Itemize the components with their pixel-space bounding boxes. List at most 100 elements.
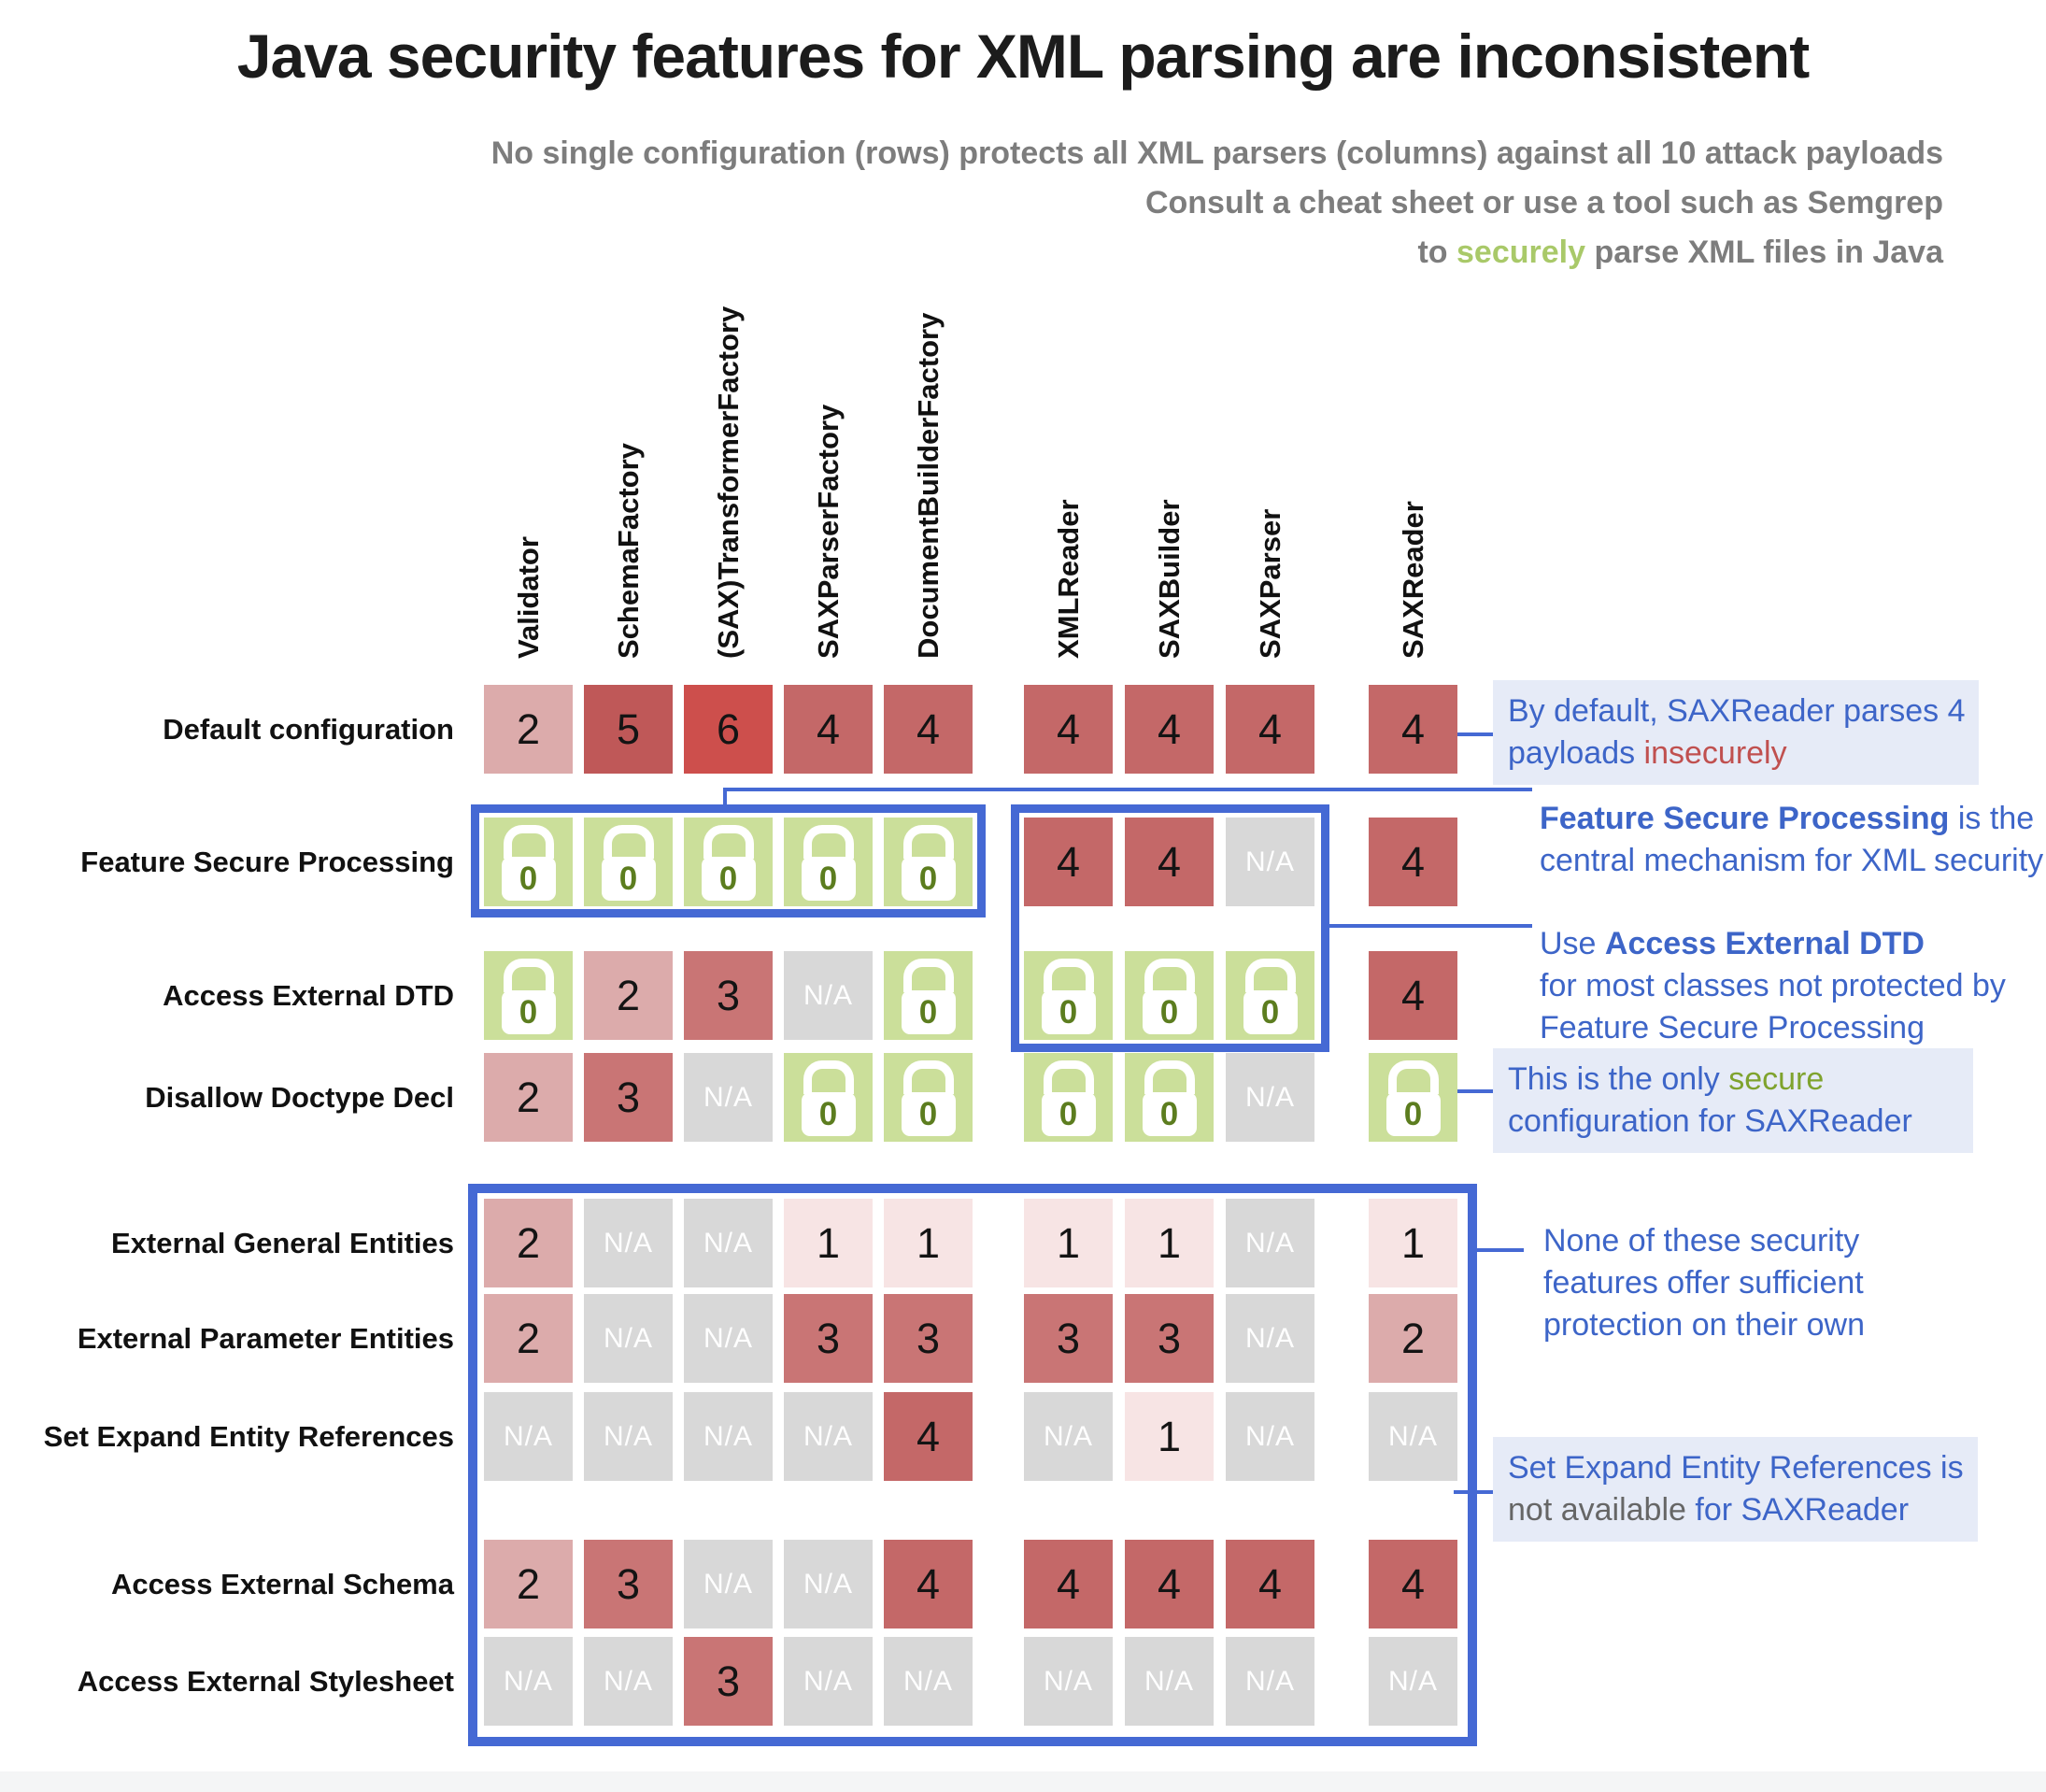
lock-icon: 0: [1243, 959, 1298, 1034]
annotation-line: By default, SAXReader parses 4: [1508, 690, 1966, 732]
annotation-line: Feature Secure Processing: [1540, 1007, 2006, 1049]
lock-shackle: [902, 825, 954, 859]
annotation-line: payloads insecurely: [1508, 732, 1964, 775]
na-cell: N/A: [584, 1199, 673, 1287]
subtitle-line-1: No single configuration (rows) protects …: [490, 135, 1943, 171]
lock-shackle: [1043, 1060, 1094, 1094]
matrix-cell: 6: [684, 685, 773, 774]
connector-fsp-vertical: [723, 788, 727, 808]
lock-body: 0: [901, 990, 956, 1034]
annotation-segment: is the: [1949, 801, 2035, 836]
na-cell: N/A: [684, 1392, 773, 1481]
column-header: (SAX)TransformerFactory: [711, 306, 745, 659]
matrix-cell: 1: [784, 1199, 873, 1287]
matrix-cell: 4: [1226, 1540, 1314, 1628]
annotation-segment: central mechanism for XML security: [1540, 843, 2044, 878]
matrix-cell: 4: [1369, 1540, 1457, 1628]
lock-body: 0: [501, 857, 556, 901]
lock-body: 0: [1041, 990, 1096, 1034]
column-header: SchemaFactory: [611, 443, 645, 659]
na-cell: N/A: [1024, 1392, 1113, 1481]
lock-body: 0: [1385, 1092, 1441, 1136]
annotation-segment: secure: [1728, 1061, 1825, 1097]
lock-icon: 0: [501, 959, 556, 1034]
lock-icon: 0: [1385, 1060, 1441, 1136]
connector-doctype-lock: [1457, 1089, 1499, 1093]
na-cell: N/A: [884, 1637, 973, 1726]
secure-lock-cell: 0: [484, 818, 573, 906]
na-cell: N/A: [1226, 1294, 1314, 1383]
annotation-segment: payloads: [1508, 735, 1644, 771]
matrix-cell: 4: [884, 1540, 973, 1628]
lock-body: 0: [1041, 1092, 1096, 1136]
secure-lock-cell: 0: [884, 818, 973, 906]
matrix-cell: 3: [684, 951, 773, 1040]
lock-shackle: [503, 825, 554, 859]
secure-lock-cell: 0: [784, 818, 873, 906]
matrix-cell: 1: [1369, 1199, 1457, 1287]
lock-body: 0: [1142, 990, 1197, 1034]
column-header: SAXReader: [1396, 501, 1429, 659]
matrix-cell: 4: [1125, 685, 1214, 774]
lock-body: 0: [701, 857, 756, 901]
matrix-cell: 4: [1125, 818, 1214, 906]
annotation-line: features offer sufficient: [1543, 1262, 1865, 1304]
matrix-cell: 4: [1125, 1540, 1214, 1628]
lock-shackle: [1244, 959, 1296, 992]
lock-body: 0: [1243, 990, 1298, 1034]
lock-body: 0: [901, 857, 956, 901]
matrix-cell: 4: [1226, 685, 1314, 774]
frame-access-external-dtd-group: [1011, 804, 1329, 1052]
connector-fsp-horizontal: [723, 788, 1532, 791]
matrix-cell: 4: [1024, 1540, 1113, 1628]
lock-icon: 0: [801, 1060, 856, 1136]
matrix-cell: 3: [1125, 1294, 1214, 1383]
column-header: DocumentBuilderFactory: [911, 312, 945, 659]
annotation-segment: Use: [1540, 926, 1605, 961]
lock-shackle: [1043, 959, 1094, 992]
na-cell: N/A: [1226, 1392, 1314, 1481]
matrix-cell: 4: [884, 685, 973, 774]
lock-icon: 0: [901, 1060, 956, 1136]
row-label: External Parameter Entities: [77, 1321, 454, 1355]
annotation-segment: Feature Secure Processing: [1540, 801, 1950, 836]
matrix-cell: 4: [1369, 685, 1457, 774]
subtitle: No single configuration (rows) protects …: [491, 129, 1943, 277]
lock-shackle: [603, 825, 654, 859]
na-cell: N/A: [1226, 1199, 1314, 1287]
matrix-cell: 3: [784, 1294, 873, 1383]
matrix-cell: 3: [584, 1540, 673, 1628]
matrix-cell: 5: [584, 685, 673, 774]
lock-shackle: [1144, 959, 1195, 992]
na-cell: N/A: [1369, 1392, 1457, 1481]
matrix-cell: 1: [1024, 1199, 1113, 1287]
connector-insufficient-tick: [1477, 1248, 1524, 1252]
na-cell: N/A: [484, 1637, 573, 1726]
lock-shackle: [503, 959, 554, 992]
matrix-cell: 2: [484, 1199, 573, 1287]
row-label: Access External Stylesheet: [77, 1664, 454, 1698]
matrix-cell: 1: [1125, 1392, 1214, 1481]
matrix-cell: 3: [884, 1294, 973, 1383]
annotation-line: Feature Secure Processing is the: [1540, 798, 2043, 840]
lock-shackle: [703, 825, 754, 859]
matrix-cell: 4: [1369, 818, 1457, 906]
secure-lock-cell: 0: [1125, 951, 1214, 1040]
na-cell: N/A: [684, 1199, 773, 1287]
secure-lock-cell: 0: [784, 1053, 873, 1142]
row-label: Access External DTD: [163, 978, 454, 1012]
secure-lock-cell: 0: [1125, 1053, 1214, 1142]
lock-icon: 0: [501, 825, 556, 901]
na-cell: N/A: [784, 951, 873, 1040]
lock-icon: 0: [1041, 959, 1096, 1034]
subtitle-line-3-suffix: parse XML files in Java: [1585, 235, 1943, 270]
na-cell: N/A: [584, 1294, 673, 1383]
matrix-cell: 4: [884, 1392, 973, 1481]
matrix-cell: 2: [1369, 1294, 1457, 1383]
annotation-segment: for SAXReader: [1685, 1492, 1910, 1528]
row-label: Set Expand Entity References: [43, 1419, 454, 1453]
